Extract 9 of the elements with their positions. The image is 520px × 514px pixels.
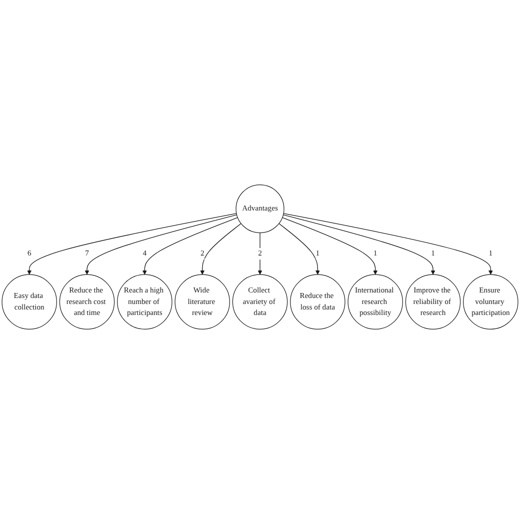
arrow [27, 213, 237, 275]
arrow [278, 223, 320, 275]
arrow [200, 223, 242, 275]
arrow [283, 213, 493, 275]
arrow [142, 217, 238, 275]
arrow [282, 217, 378, 275]
arrow [84, 214, 238, 275]
arrow [258, 232, 262, 275]
arrow [282, 214, 436, 275]
